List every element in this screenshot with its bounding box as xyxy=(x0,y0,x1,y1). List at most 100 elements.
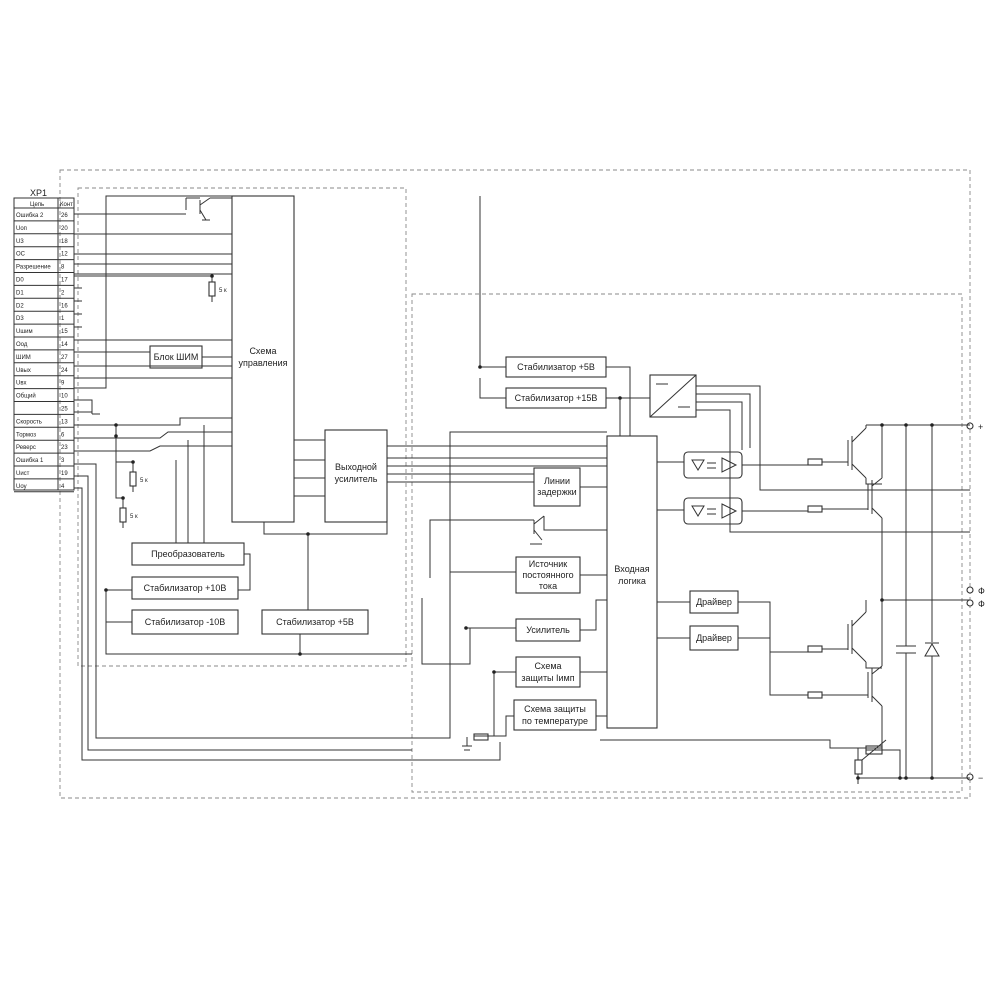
wire xyxy=(115,436,123,499)
connector-pin-number: 17 xyxy=(61,278,68,284)
terminal-phase-1-label: Ф xyxy=(978,586,985,596)
output-amplifier-block xyxy=(324,429,388,523)
wiring xyxy=(74,195,970,784)
connector-pin-number: 9 xyxy=(61,381,65,387)
pullup-resistor-1: 5 к xyxy=(208,276,227,302)
connector-pin-label: Uист xyxy=(16,471,30,477)
terminal-phase-2-label: Ф xyxy=(978,599,985,609)
power-board-enclosure xyxy=(411,293,963,793)
pullup-resistor-2: 5 к xyxy=(129,462,148,492)
connector-pin-number: 1 xyxy=(61,316,65,322)
connector-pin-label: D0 xyxy=(16,278,24,284)
stabilizer-plus10-label: Стабилизатор +10В xyxy=(144,583,227,593)
stabilizer-15v-label: Стабилизатор +15В xyxy=(515,393,598,403)
wire xyxy=(474,672,495,737)
connector-name: XP1 xyxy=(30,188,47,198)
delay-lines-label-2: задержки xyxy=(537,487,576,497)
optocoupler-1-icon xyxy=(683,451,743,479)
wire xyxy=(865,662,882,669)
junction-dot xyxy=(104,588,108,592)
junction-dot xyxy=(930,423,934,427)
driver-2-label: Драйвер xyxy=(696,633,732,643)
wire xyxy=(543,516,607,531)
wire xyxy=(696,401,743,450)
control-board-enclosure xyxy=(77,187,407,667)
connector-pin-label: Uвых xyxy=(16,368,31,374)
wire xyxy=(74,431,607,739)
wire xyxy=(738,637,808,696)
current-source-block xyxy=(515,556,581,594)
wire xyxy=(606,397,621,436)
junction-dot xyxy=(121,496,125,500)
junction-dot xyxy=(492,670,496,674)
wire xyxy=(263,522,388,535)
connector-pin-label: D2 xyxy=(16,303,24,309)
transistor-top-icon xyxy=(185,197,232,221)
terminal-phase-1[interactable]: Ф xyxy=(966,586,985,596)
wire xyxy=(857,777,970,784)
wire xyxy=(865,478,882,485)
input-logic-label-2: логика xyxy=(618,576,646,586)
connector-pin-number: 10 xyxy=(61,394,68,400)
control-circuit-block xyxy=(231,195,295,523)
terminal-plus-label: + xyxy=(978,422,983,432)
wire xyxy=(488,715,514,737)
optocoupler-2-icon xyxy=(683,497,743,525)
junction-dot xyxy=(306,532,310,536)
stabilizer-minus10-label: Стабилизатор -10В xyxy=(145,617,225,627)
driver-1-label: Драйвер xyxy=(696,597,732,607)
junction-dot xyxy=(618,396,622,400)
connector-pin-label: Uшим xyxy=(16,329,33,335)
junction-dot xyxy=(464,626,468,630)
terminal-plus[interactable]: + xyxy=(966,422,983,432)
junction-dot xyxy=(856,776,860,780)
delay-lines-label-1: Линии xyxy=(544,476,570,486)
junction-dot xyxy=(880,598,884,602)
connector-pin-number: 2 xyxy=(61,290,65,296)
junction-dots xyxy=(104,274,934,780)
connector-pin-label: Разрешение xyxy=(16,265,51,271)
converter-label: Преобразователь xyxy=(151,549,225,559)
wire xyxy=(696,409,970,533)
wire xyxy=(74,431,232,439)
pullup-resistor-3: 5 к xyxy=(119,498,138,528)
current-source-label-2: постоянного xyxy=(522,570,573,580)
transistor-mid-icon xyxy=(530,515,545,545)
junction-dot xyxy=(114,423,118,427)
connector-pin-number: 23 xyxy=(61,445,68,451)
connector-pin-number: 24 xyxy=(61,368,68,374)
connector-pin-label: ОС xyxy=(16,252,26,258)
connector-pin-number: 8 xyxy=(61,265,65,271)
clamp-diode-icon xyxy=(924,425,940,778)
resistor-label-3: 5 к xyxy=(130,514,138,520)
junction-dot xyxy=(898,776,902,780)
terminal-minus-label: − xyxy=(978,773,983,783)
pwm-block-label: Блок ШИМ xyxy=(154,352,199,362)
connector-pin-label: Uвх xyxy=(16,381,27,387)
wire xyxy=(74,445,232,452)
resistor-label-1: 5 к xyxy=(219,288,227,294)
amplifier-label: Усилитель xyxy=(526,625,570,635)
junction-dot xyxy=(298,652,302,656)
igbt-lower-2-icon xyxy=(822,665,883,707)
wire xyxy=(738,601,808,653)
wire xyxy=(881,518,970,601)
input-logic-block xyxy=(606,435,658,729)
output-amplifier-label-2: усилитель xyxy=(335,474,378,484)
junction-dot xyxy=(904,423,908,427)
control-circuit-label-1: Схема xyxy=(249,346,276,356)
connector-pin-label: Ошибка 2 xyxy=(16,213,44,219)
outer-enclosure xyxy=(59,169,971,799)
wire xyxy=(479,378,506,399)
connector-header-contact: Конт xyxy=(60,202,73,208)
connector-pin-label: D1 xyxy=(16,290,24,296)
temperature-protection-label-2: по температуре xyxy=(522,716,588,726)
junction-dot xyxy=(880,423,884,427)
connector-pin-number: 19 xyxy=(61,471,68,477)
pulse-protection-label-2: защиты Iимп xyxy=(521,673,574,683)
connector-pin-number: 25 xyxy=(61,407,68,413)
wire xyxy=(600,739,858,749)
wire xyxy=(696,385,970,491)
connector-pin-label: Общий xyxy=(16,393,36,400)
